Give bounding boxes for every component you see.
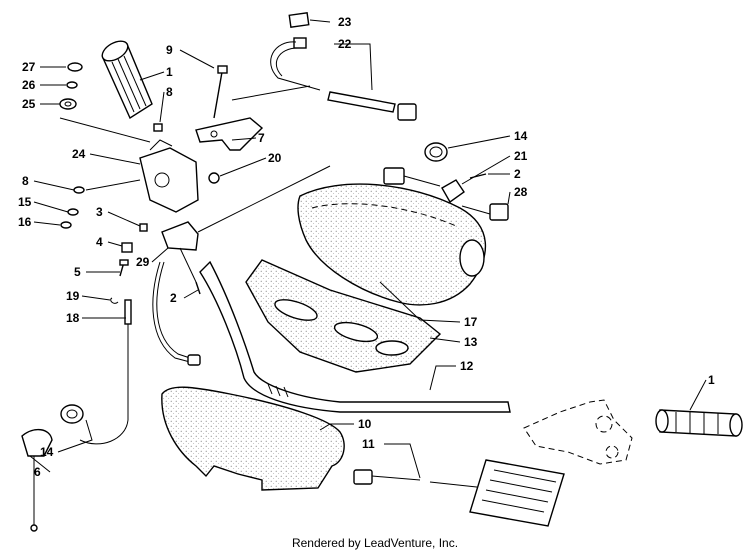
callout-4: 4	[96, 235, 103, 249]
callout-29: 29	[136, 255, 150, 269]
clip-20	[208, 172, 220, 184]
cable-end-6	[21, 429, 53, 532]
grip-pad-10	[161, 386, 345, 491]
switch-connector	[383, 167, 441, 187]
callout-1-left: 1	[166, 65, 173, 79]
callout-22: 22	[338, 37, 352, 51]
screw-3	[139, 223, 148, 232]
callout-19: 19	[66, 289, 80, 303]
callout-13: 13	[464, 335, 478, 349]
footer-credit: Rendered by LeadVenture, Inc.	[291, 536, 459, 550]
label-23	[288, 12, 310, 28]
wire-harness-22	[270, 37, 417, 121]
throttle-housing-24	[139, 139, 199, 213]
heater-element-11	[353, 459, 565, 527]
callout-11: 11	[362, 437, 375, 451]
callout-5: 5	[74, 265, 81, 279]
callout-8-lower: 8	[22, 174, 29, 188]
callout-20: 20	[268, 151, 282, 165]
washer-8-lower	[73, 186, 85, 194]
throttle-cable-18	[79, 299, 132, 445]
brake-housing-outline	[523, 399, 633, 465]
left-grip	[101, 40, 153, 120]
right-grip	[655, 409, 743, 437]
callout-14-upper: 14	[514, 129, 528, 143]
hose-clamp-14	[424, 142, 448, 162]
callout-18: 18	[66, 311, 80, 325]
callout-16: 16	[18, 215, 32, 229]
callout-12: 12	[460, 359, 474, 373]
nut-25	[59, 98, 77, 110]
callout-26: 26	[22, 78, 36, 92]
callout-2-lower: 2	[170, 291, 177, 305]
screw-2-lower	[195, 281, 201, 295]
callout-10: 10	[358, 417, 372, 431]
lever-29	[161, 221, 199, 283]
cap-27	[67, 62, 83, 72]
clip-19	[110, 297, 119, 304]
bolt-9	[213, 65, 228, 119]
cable-clamp-14	[60, 404, 84, 424]
nut-8-upper	[153, 123, 163, 132]
washer-26	[66, 81, 78, 89]
shroud-13	[245, 259, 442, 373]
callout-9: 9	[166, 43, 173, 57]
callout-6: 6	[34, 465, 41, 479]
callout-3: 3	[96, 205, 103, 219]
washer-15	[67, 208, 79, 216]
callout-25: 25	[22, 97, 36, 111]
connector-28	[461, 203, 509, 221]
callout-24: 24	[72, 147, 86, 161]
bar-pad-17	[297, 183, 487, 306]
callout-7: 7	[258, 131, 265, 145]
callout-1-right: 1	[708, 373, 715, 387]
callout-27: 27	[22, 60, 36, 74]
washer-16	[60, 221, 72, 229]
handlebar-12	[199, 260, 511, 413]
callout-2-upper: 2	[514, 167, 521, 181]
callout-21: 21	[514, 149, 528, 163]
callout-17: 17	[464, 315, 478, 329]
callout-14-lower: 14	[40, 445, 54, 459]
leader-lines	[29, 19, 707, 479]
callout-8-upper: 8	[166, 85, 173, 99]
callout-15: 15	[18, 195, 32, 209]
callout-28: 28	[514, 185, 528, 199]
block-4	[121, 242, 133, 253]
bracket-7	[195, 117, 264, 151]
screw-5	[119, 259, 129, 277]
bracket-21	[441, 179, 465, 204]
callout-23: 23	[338, 15, 352, 29]
